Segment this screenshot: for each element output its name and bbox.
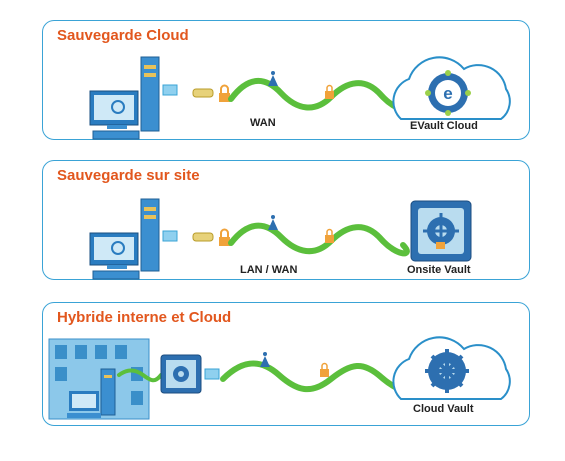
network-label: WAN (250, 117, 276, 129)
data-stream-icon (162, 84, 214, 98)
lock-icon (325, 84, 334, 99)
svg-text:e: e (443, 84, 452, 103)
destination-label: Onsite Vault (407, 264, 471, 276)
lock-icon (325, 228, 334, 243)
panel-sauvegarde-sur-site: Sauvegarde sur site (42, 160, 530, 280)
computer-icon (89, 198, 160, 280)
cloud-vault-icon (392, 336, 511, 400)
onsite-vault-icon (410, 200, 472, 262)
internal-wave (117, 368, 163, 383)
antenna-icon (268, 71, 278, 86)
data-stream-icon (162, 230, 214, 242)
panel-illustration (89, 198, 472, 280)
network-wave (228, 222, 410, 257)
panel-illustration (48, 336, 511, 420)
destination-label: Cloud Vault (413, 403, 474, 415)
network-wave (220, 360, 410, 393)
antenna-icon (268, 215, 278, 230)
network-wave (228, 77, 410, 113)
panel-illustration: e (89, 56, 511, 140)
building-icon (48, 338, 150, 420)
data-stream-icon (204, 368, 220, 380)
panel-title: Hybride interne et Cloud (57, 309, 232, 326)
internal-vault-icon (160, 354, 202, 394)
lock-icon (219, 228, 230, 246)
panel-title: Sauvegarde Cloud (57, 27, 189, 44)
antenna-icon (260, 352, 270, 367)
destination-label: EVault Cloud (410, 120, 478, 132)
panel-hybride-interne-et-cloud: Hybride interne et Cloud (42, 302, 530, 426)
panel-sauvegarde-cloud: Sauvegarde Cloud (42, 20, 530, 140)
computer-icon (89, 56, 160, 140)
network-label: LAN / WAN (240, 264, 298, 276)
evault-cloud-icon: e (392, 56, 511, 120)
lock-icon (219, 84, 230, 102)
panel-title: Sauvegarde sur site (57, 167, 200, 184)
lock-icon (320, 362, 329, 377)
